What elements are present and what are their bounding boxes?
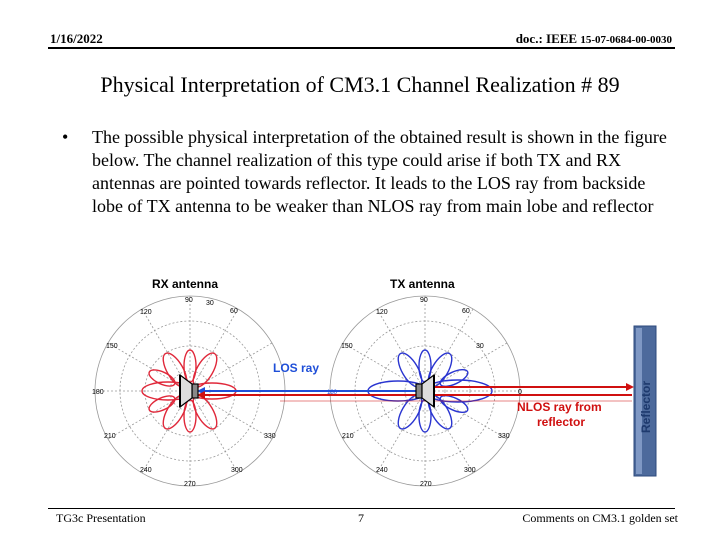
tx-angle-240: 240: [376, 467, 388, 474]
header-date: 1/16/2022: [50, 31, 103, 46]
rx-antenna-label: RX antenna: [152, 277, 218, 291]
footer-presentation: TG3c Presentation: [56, 511, 146, 525]
nlos-ray-label-line2: reflector: [537, 415, 585, 429]
rx-angle-270: 270: [184, 481, 196, 488]
tx-angle-30: 30: [476, 343, 484, 350]
los-ray: [197, 387, 418, 395]
rx-angle-120: 120: [140, 309, 152, 316]
reflector-plate: [633, 325, 657, 477]
bullet-item: • The possible physical interpretation o…: [62, 126, 672, 218]
tx-angle-labels: 90 60 30 120 150 0 210 240 270 300 330: [341, 297, 522, 488]
tx-angle-330: 330: [498, 433, 510, 440]
footer-comments: Comments on CM3.1 golden set: [522, 511, 678, 525]
rx-angle-150: 150: [106, 343, 118, 350]
rx-angle-330: 330: [264, 433, 276, 440]
rx-angle-300: 300: [231, 467, 243, 474]
tx-angle-210: 210: [342, 433, 354, 440]
tx-angle-150: 150: [341, 343, 353, 350]
rx-horn-antenna-icon: [179, 373, 199, 409]
rx-angle-240: 240: [140, 467, 152, 474]
tx-angle-120: 120: [376, 309, 388, 316]
header-doc-id: doc.: IEEE 15-07-0684-00-0030: [516, 31, 672, 47]
rx-angle-180: 180: [92, 389, 104, 396]
footer-page-number: 7: [358, 511, 364, 525]
bullet-text: The possible physical interpretation of …: [92, 127, 667, 216]
reflector-label: Reflector: [639, 381, 653, 433]
rx-angle-210: 210: [104, 433, 116, 440]
slide-title: Physical Interpretation of CM3.1 Channel…: [100, 72, 620, 97]
tx-horn-antenna-icon: [415, 373, 435, 409]
rx-angle-30: 30: [206, 300, 214, 307]
los-ray-label: LOS ray: [273, 361, 319, 375]
doc-number: 15-07-0684-00-0030: [580, 34, 672, 46]
ring-tick-label: 180: [327, 390, 338, 396]
antenna-figure: RX antenna TX antenna 90 60 30 120 150 1…: [92, 277, 657, 488]
tx-angle-300: 300: [464, 467, 476, 474]
nlos-ray-label-line1: NLOS ray from: [517, 400, 602, 414]
tx-angle-60: 60: [462, 308, 470, 315]
rx-angle-labels: 90 60 30 120 150 180 210 240 270 300 330: [92, 297, 276, 488]
rx-angle-90: 90: [185, 297, 193, 304]
tx-angle-90: 90: [420, 297, 428, 304]
header-rule: [48, 47, 675, 49]
tx-angle-270: 270: [420, 481, 432, 488]
footer-rule: [48, 508, 675, 509]
tx-angle-0: 0: [518, 389, 522, 396]
doc-prefix: doc.: IEEE: [515, 31, 581, 46]
rx-angle-60: 60: [230, 308, 238, 315]
bullet-dot: •: [62, 127, 69, 147]
tx-antenna-label: TX antenna: [390, 277, 455, 291]
